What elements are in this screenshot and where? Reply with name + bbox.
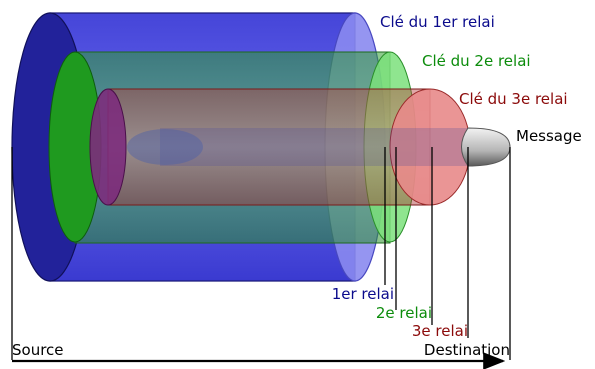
- message-label: Message: [516, 127, 582, 145]
- message-capsule: [127, 127, 511, 167]
- relay-boundary-lines: [11, 147, 511, 360]
- red-layer-cylinder: [89, 88, 471, 206]
- key1-label: Clé du 1er relai: [380, 13, 495, 31]
- relay3-label: 3e relai: [412, 322, 468, 340]
- relay1-label: 1er relai: [332, 285, 394, 303]
- source-label: Source: [12, 341, 64, 359]
- key2-label: Clé du 2e relai: [422, 52, 531, 70]
- key3-label: Clé du 3e relai: [459, 90, 568, 108]
- relay2-label: 2e relai: [376, 304, 432, 322]
- destination-label: Destination: [424, 341, 510, 359]
